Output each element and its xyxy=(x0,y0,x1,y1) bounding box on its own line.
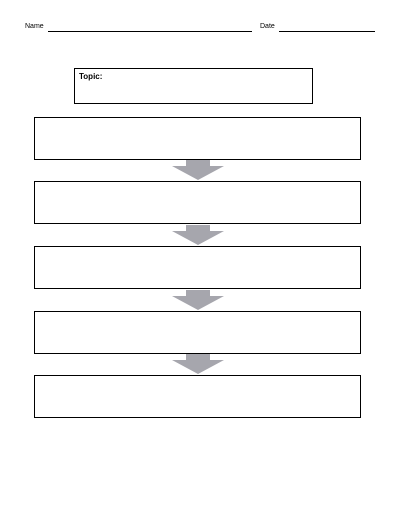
date-label: Date xyxy=(260,23,275,30)
date-input-line[interactable] xyxy=(279,31,375,32)
topic-box[interactable]: Topic: xyxy=(74,68,313,104)
down-arrow-icon xyxy=(172,290,224,310)
flow-step-5-box[interactable] xyxy=(34,375,361,418)
name-label: Name xyxy=(25,23,44,30)
name-input-line[interactable] xyxy=(48,31,252,32)
flow-step-2-box[interactable] xyxy=(34,181,361,224)
flow-step-1-box[interactable] xyxy=(34,117,361,160)
down-arrow-icon xyxy=(172,160,224,180)
down-arrow-icon xyxy=(172,225,224,245)
flow-step-4-box[interactable] xyxy=(34,311,361,354)
topic-label: Topic: xyxy=(79,72,103,81)
down-arrow-icon xyxy=(172,354,224,374)
flow-step-3-box[interactable] xyxy=(34,246,361,289)
